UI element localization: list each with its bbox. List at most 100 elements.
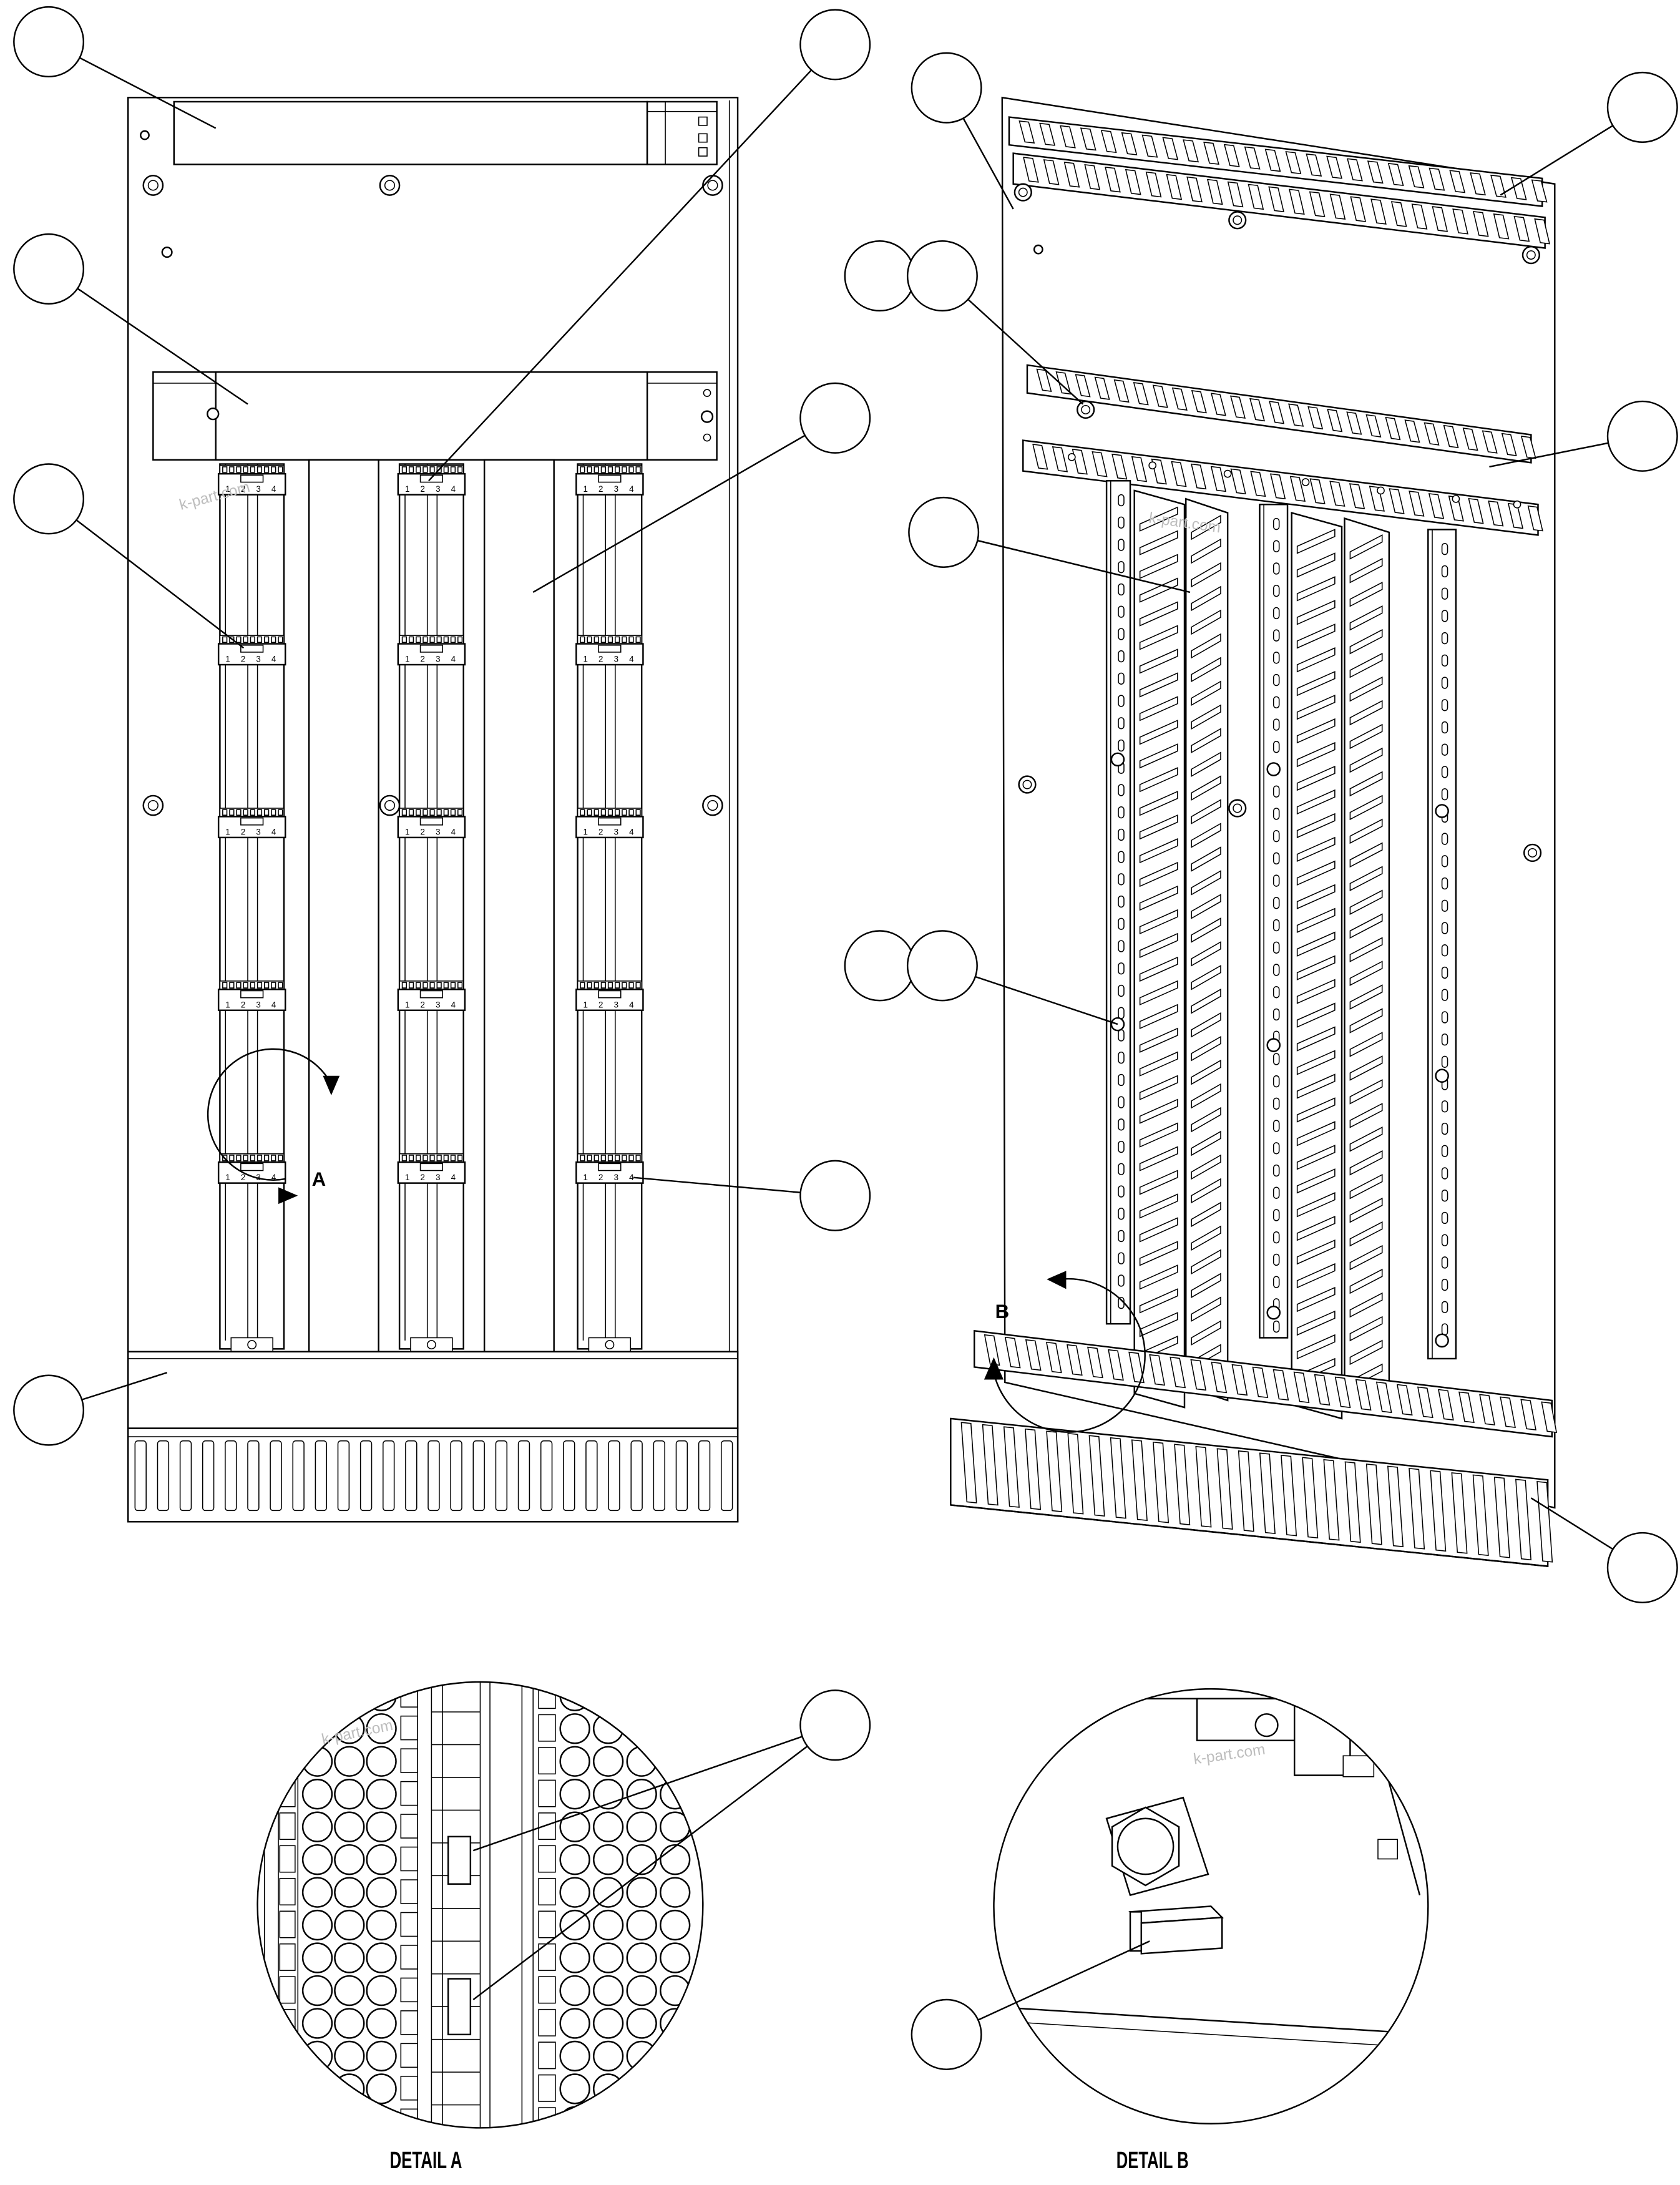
- terminal-screw: [334, 1975, 365, 2007]
- duct-slot: [1468, 497, 1484, 524]
- callout-circle: [1606, 400, 1678, 472]
- din-rail-hole: [1272, 1276, 1280, 1288]
- clamp-tooth: [436, 1155, 442, 1161]
- terminal-screw: [559, 1681, 590, 1711]
- din-rail-hole: [1441, 1145, 1448, 1157]
- din-rail-hole: [1118, 628, 1125, 640]
- terminal-number: 3: [614, 655, 618, 664]
- detail-b-marker: B: [984, 1271, 1146, 1433]
- duct-hole: [1513, 500, 1521, 509]
- duct-finger: [1191, 1320, 1221, 1346]
- clamp-tooth: [607, 809, 613, 816]
- detail-a-view: k-part.com DETAIL A: [256, 1681, 704, 2174]
- duct-finger: [1349, 1150, 1383, 1176]
- duct-slot: [1451, 1472, 1468, 1554]
- duct-slot: [1238, 1450, 1254, 1532]
- terminal-screw: [334, 2106, 365, 2128]
- din-rail-hole: [1441, 1055, 1448, 1068]
- comb-slot: [134, 1440, 147, 1512]
- clamp-tooth: [250, 466, 255, 473]
- din-rail-hole: [1272, 785, 1280, 798]
- terminal-number: 1: [405, 655, 409, 664]
- din-rail-hole: [1272, 874, 1280, 887]
- clamp-tooth: [443, 809, 449, 816]
- clamp-tooth: [416, 636, 421, 643]
- duct-finger: [1191, 846, 1221, 872]
- duct-slot: [1203, 142, 1219, 165]
- terminal-screw: [593, 2040, 624, 2072]
- duct-slot: [1490, 174, 1507, 198]
- terminal-screw: [334, 1844, 365, 1875]
- duct-slot: [1531, 179, 1548, 203]
- duct-finger: [1191, 964, 1221, 990]
- clamp-tooth: [443, 982, 449, 989]
- duct-slot: [1323, 1459, 1340, 1541]
- clamp-tooth: [622, 466, 627, 473]
- comb-slot: [698, 1440, 711, 1512]
- clamp-tooth: [416, 466, 421, 473]
- terminal-screw: [334, 1779, 365, 1810]
- terminal-tag: [598, 990, 622, 999]
- duct-finger: [1139, 577, 1178, 603]
- terminal-tag: [240, 990, 264, 999]
- clamp-tooth: [243, 982, 248, 989]
- duct-finger: [1139, 1098, 1178, 1124]
- duct-slot: [1369, 486, 1385, 512]
- din-rail-hole: [1118, 583, 1125, 596]
- terminal-screw: [626, 2073, 657, 2104]
- clamp-tooth: [635, 809, 641, 816]
- terminal-screw: [334, 2040, 365, 2072]
- terminal-screw: [334, 1909, 365, 1941]
- duct-slot: [1046, 1430, 1063, 1512]
- terminal-tag: [419, 990, 444, 999]
- callout-circle: [911, 52, 982, 124]
- din-rail-hole: [1441, 677, 1448, 689]
- duct-slot: [1087, 1346, 1103, 1379]
- din-rail-hole: [1441, 989, 1448, 1001]
- duct-slot: [1329, 481, 1345, 507]
- terminal-number: 1: [584, 1000, 588, 1009]
- terminal-clamp: [539, 2141, 555, 2167]
- terminal-tag: [598, 1163, 622, 1171]
- duct-slot: [1231, 1364, 1248, 1396]
- duct-slot: [1375, 1381, 1392, 1414]
- duct-slot: [1092, 451, 1108, 477]
- duct-finger: [1191, 704, 1221, 730]
- terminal-screw: [626, 1713, 657, 1744]
- terminal-number: 1: [405, 1173, 409, 1182]
- duct-slot: [1520, 436, 1536, 459]
- terminal-number: 4: [451, 484, 456, 494]
- top-duct-cover: [173, 100, 648, 165]
- din-rail-hole: [1441, 1011, 1448, 1024]
- duct-slot: [1249, 398, 1266, 422]
- terminal-screw: [559, 1877, 590, 1908]
- terminal-number: 4: [629, 484, 634, 494]
- terminal-screw: [593, 2106, 624, 2128]
- din-rail-hole: [1118, 494, 1125, 507]
- din-rail-hole: [1118, 695, 1125, 707]
- terminal-clamp: [280, 2141, 295, 2167]
- terminal-screw: [626, 1844, 657, 1875]
- terminal-screw: [559, 1811, 590, 1842]
- terminal-number: 3: [436, 655, 440, 664]
- terminal-screw: [559, 1942, 590, 1973]
- clamp-tooth: [263, 1155, 270, 1161]
- din-rail-hole: [1118, 1229, 1125, 1243]
- duct-finger: [1349, 1316, 1383, 1342]
- clamp-tooth: [607, 982, 613, 989]
- duct-finger: [1191, 799, 1221, 824]
- duct-finger: [1349, 794, 1383, 821]
- terminal-screw: [366, 1811, 397, 1842]
- terminal-screw: [366, 1681, 397, 1711]
- duct-finger: [1139, 554, 1178, 579]
- terminal-screw: [334, 1942, 365, 1973]
- duct-slot: [1346, 411, 1362, 435]
- duct-slot: [1003, 1426, 1020, 1508]
- clamp-tooth: [236, 982, 242, 989]
- detail-a-outline: [256, 1681, 704, 2129]
- din-rail-hole: [1118, 984, 1125, 997]
- terminal-screw: [593, 1877, 624, 1908]
- clamp-tooth: [408, 466, 414, 473]
- duct-slot: [1281, 1454, 1297, 1537]
